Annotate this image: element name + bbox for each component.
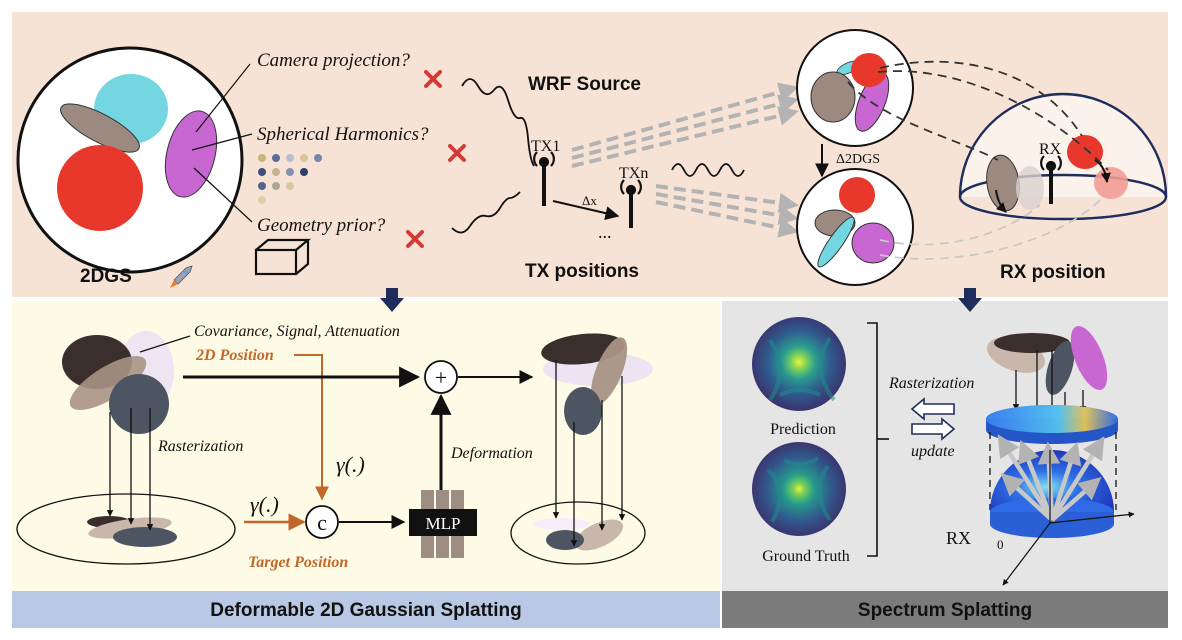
update-label: update (911, 443, 955, 460)
rocket-icon (170, 265, 193, 288)
projection-curves (847, 60, 1109, 171)
wave-txn (671, 163, 745, 177)
txn-gaussians (796, 168, 914, 286)
target-position-label: Target Position (248, 554, 348, 571)
ground-truth-label: Ground Truth (762, 548, 850, 565)
question-geometry: Geometry prior? (257, 215, 386, 236)
axes (1002, 450, 1135, 586)
question-camera: Camera projection? (257, 50, 410, 71)
down-arrow-icon (380, 288, 404, 312)
spherical-harmonics-grid (258, 154, 322, 204)
gamma-left-label: γ(.) (250, 492, 279, 517)
delta-x-arrow (552, 200, 620, 220)
question-spherical: Spherical Harmonics? (257, 124, 429, 145)
rx-label-top: RX (1039, 141, 1062, 158)
concat-operator (305, 505, 339, 539)
guide-lines (989, 432, 1117, 510)
dome-arrow (995, 189, 1007, 213)
left-arrow-icon (910, 397, 955, 421)
attribute-leader (139, 335, 191, 353)
right-arrow-icon (911, 417, 956, 441)
cross-icon (448, 144, 466, 162)
input-gaussians (62, 331, 174, 434)
rasterization-right-label: Rasterization (888, 375, 974, 392)
down-arrow-icon (958, 288, 982, 312)
position-2d-label: 2D Position (195, 347, 274, 364)
2dgs-illustration (16, 46, 244, 274)
mlp-label: MLP (426, 514, 461, 533)
cross-icon (406, 230, 424, 248)
signal-arrows (571, 82, 799, 238)
ray-arrows (997, 434, 1105, 522)
gamma-top-label: γ(.) (336, 452, 365, 477)
rasterization-left-label: Rasterization (157, 438, 243, 455)
wave-source (461, 78, 535, 167)
antenna-icon (1040, 155, 1062, 204)
cross-icon (424, 70, 442, 88)
right-footer-title: Spectrum Splatting (858, 600, 1032, 621)
concat-label: c (317, 510, 327, 535)
tx-positions-label: TX positions (525, 261, 639, 282)
dots-label: ... (598, 222, 612, 242)
antenna-icon (620, 179, 642, 228)
txn-label: TXn (619, 165, 648, 182)
input-raster-plane (16, 493, 236, 565)
tx1-label: TX1 (531, 138, 560, 155)
delta-2dgs-label: Δ2DGS (836, 152, 880, 167)
dome-arrow (1094, 159, 1111, 183)
plus-operator (424, 360, 458, 394)
label-2dgs: 2DGS (80, 266, 132, 287)
left-footer-bar (12, 591, 720, 628)
raster-rays (106, 408, 154, 531)
raster-rays (552, 360, 626, 547)
projection-curves-gray (879, 199, 1101, 260)
deformation-label: Deformation (450, 445, 533, 462)
rx-dome (958, 92, 1168, 221)
geometry-box (254, 238, 312, 276)
wave-source-lower (451, 191, 521, 234)
left-footer-title: Deformable 2D Gaussian Splatting (210, 600, 521, 621)
attributes-label: Covariance, Signal, Attenuation (194, 323, 400, 340)
rx-position-label: RX position (1000, 262, 1106, 283)
rx-label-right: RX (946, 528, 971, 548)
ground-truth-spectrum (752, 442, 846, 536)
prediction-spectrum (752, 317, 846, 411)
right-footer-bar (722, 591, 1168, 628)
tx1-gaussians (796, 29, 914, 147)
position-flow (294, 354, 329, 501)
delta-x-label: Δx (582, 193, 597, 208)
plus-label: + (435, 365, 447, 390)
prediction-label: Prediction (770, 421, 836, 438)
wrf-source-label: WRF Source (528, 74, 641, 95)
question-connectors (191, 63, 253, 223)
spectrum-gaussians (987, 326, 1108, 395)
origin-label: 0 (997, 537, 1004, 552)
antenna-icon (533, 151, 555, 206)
spectrum-disk (986, 405, 1118, 444)
mlp-block (409, 490, 477, 558)
